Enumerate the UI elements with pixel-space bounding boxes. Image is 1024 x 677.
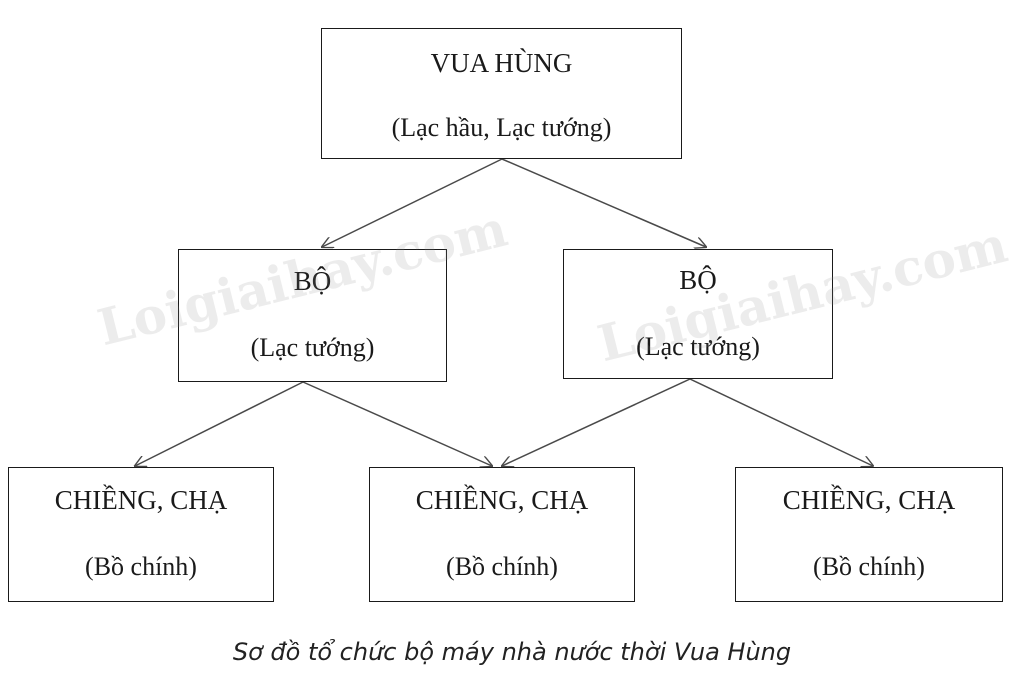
node-bo-left-subtitle: (Lạc tướng) bbox=[250, 333, 375, 362]
node-vua-hung-subtitle: (Lạc hầu, Lạc tướng) bbox=[391, 113, 612, 142]
node-bo-left-title: BỘ bbox=[293, 266, 332, 296]
arrow-vua-hung-to-bo-left bbox=[322, 158, 503, 247]
node-vua-hung: VUA HÙNG (Lạc hầu, Lạc tướng) bbox=[321, 28, 682, 159]
node-chieng-2-title: CHIỀNG, CHẠ bbox=[415, 485, 589, 515]
arrow-bo-right-to-chieng-2 bbox=[502, 378, 691, 466]
node-chieng-3-subtitle: (Bồ chính) bbox=[813, 552, 925, 581]
node-chieng-2: CHIỀNG, CHẠ (Bồ chính) bbox=[369, 467, 635, 602]
node-chieng-1-subtitle: (Bồ chính) bbox=[85, 552, 197, 581]
arrow-vua-hung-to-bo-right bbox=[501, 158, 706, 247]
node-chieng-3-title: CHIỀNG, CHẠ bbox=[782, 485, 956, 515]
arrow-bo-left-to-chieng-1 bbox=[135, 381, 304, 466]
arrow-bo-right-to-chieng-3 bbox=[689, 378, 873, 466]
node-bo-right-subtitle: (Lạc tướng) bbox=[636, 331, 760, 361]
diagram-caption: Sơ đồ tổ chức bộ máy nhà nước thời Vua H… bbox=[232, 638, 792, 666]
node-bo-right-title: BỘ bbox=[679, 264, 717, 295]
node-bo-left: BỘ (Lạc tướng) bbox=[178, 249, 447, 382]
node-chieng-2-subtitle: (Bồ chính) bbox=[446, 552, 558, 581]
node-chieng-3: CHIỀNG, CHẠ (Bồ chính) bbox=[735, 467, 1003, 602]
arrow-bo-left-to-chieng-2 bbox=[302, 381, 492, 466]
node-chieng-1: CHIỀNG, CHẠ (Bồ chính) bbox=[8, 467, 274, 602]
node-bo-right: BỘ (Lạc tướng) bbox=[563, 249, 833, 379]
node-vua-hung-title: VUA HÙNG bbox=[430, 48, 573, 78]
node-chieng-1-title: CHIỀNG, CHẠ bbox=[54, 485, 228, 515]
